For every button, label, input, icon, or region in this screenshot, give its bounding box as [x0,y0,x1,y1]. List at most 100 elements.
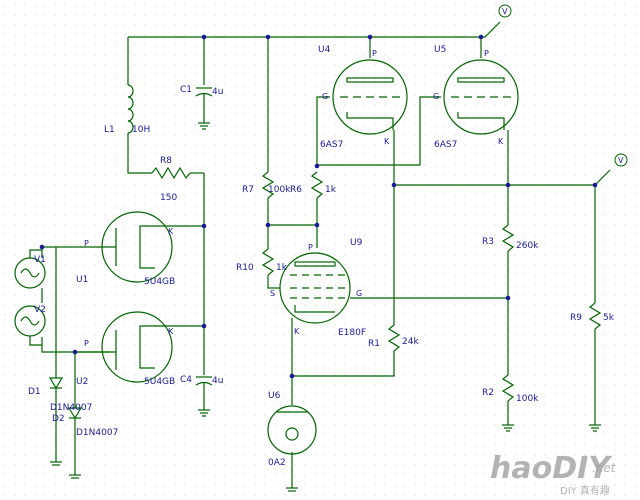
u4-g-pin: G [322,92,328,101]
u2-k-pin: K [168,327,174,336]
u9-label: U9 [350,238,363,248]
probe-top-label: V [502,7,508,16]
junction-dot [289,373,295,379]
r1-label: R1 [368,339,380,349]
wire-u5-g [317,96,441,166]
tube-u5-cathode [457,112,505,130]
d2-type: D1N4007 [76,428,118,438]
u1-label: U1 [76,275,88,285]
u1-type: 5U4GB [144,277,175,287]
c1-value: 4u [212,87,223,97]
u6-type: 0A2 [268,458,286,468]
resistor-r1 [387,324,401,352]
tube-u4-plate [346,77,394,83]
wire-l1-bottom [127,133,152,174]
c4-value: 4u [212,376,223,386]
junction-dot [72,349,78,355]
d1-label: D1 [28,387,41,397]
tube-u4-cathode [346,112,394,130]
watermark-sub: DIY 真有趣 [560,484,610,497]
r3-label: R3 [482,237,494,247]
probe-right-circle [614,153,628,167]
tube-u2 [101,311,173,383]
tube-u9 [279,252,351,324]
resistor-r6 [310,171,324,199]
u1-p-pin: P [84,239,89,248]
r8-value: 150 [160,193,177,203]
junction-dot [201,223,207,229]
source-v1-wave [20,268,40,278]
r9-label: R9 [570,313,582,323]
wire-u4-g [316,96,330,166]
r6-label: R6 [290,185,302,195]
watermark-net: .net [592,461,617,475]
u9-s-pin: S [270,289,275,298]
watermark: haoDIY .net DIY 真有趣 [490,451,617,497]
u2-type: 5U4GB [144,377,175,387]
r9-value: 5k [603,313,615,323]
resistor-r8 [151,166,191,180]
tube-u6-cathode [285,427,299,441]
tube-u2-cathode [139,325,165,369]
junction-dot [39,244,45,250]
diode-d2 [67,407,83,420]
tube-u4 [332,59,408,135]
c1-label: C1 [180,85,192,95]
r6-value: 1k [325,185,337,195]
resistor-r3 [501,224,515,252]
wire-v1-right [29,249,42,258]
junction-dot [592,182,598,188]
r7-value: 100k [268,185,291,195]
u9-k-pin: K [294,327,300,336]
resistor-r2 [501,374,515,402]
junction-dot [201,34,207,40]
junction-dot [478,34,484,40]
v1-label: V1 [34,255,46,265]
v2-label: V2 [34,305,46,315]
tube-u1-cathode [139,225,165,269]
tube-u9-cathode [294,305,335,313]
u5-label: U5 [434,45,446,55]
diode-d1 [48,377,64,390]
u5-g-pin: G [433,92,439,101]
junction-dot [265,222,271,228]
wire-r1-bottom [292,351,395,377]
wire-v2-right [29,336,42,346]
d2-label: D2 [52,414,65,424]
u5-k-pin: K [498,137,504,146]
tube-u2-plate [109,330,117,370]
junction-dot [505,182,511,188]
u4-k-pin: K [384,137,390,146]
junction-dot [314,222,320,228]
junction-dot [391,182,397,188]
tube-u1 [101,211,173,283]
wire-top-rail [128,21,501,38]
u4-type: 6AS7 [320,140,343,150]
u5-type: 6AS7 [434,140,457,150]
junction-dot [314,163,320,169]
u4-label: U4 [318,45,331,55]
r10-value: 1k [276,263,288,273]
tube-u9-plate [294,261,336,267]
probe-right-label: V [618,156,624,165]
probe-top: V [498,4,512,18]
u4-p-pin: P [372,49,377,58]
probe-top-circle [498,4,512,18]
u9-g-pin: G [356,289,362,298]
r10-label: R10 [236,263,254,273]
junctions [39,34,598,379]
r1-value: 24k [402,337,419,347]
c4-label: C4 [180,375,192,385]
junction-dot [505,295,511,301]
junction-dot [201,323,207,329]
r7-label: R7 [242,185,254,195]
source-v2-wave [20,316,40,326]
wire-r10-bottom [267,275,280,289]
resistor-r10 [261,248,275,276]
watermark-main: haoDIY [490,451,613,486]
tube-u6 [267,405,317,455]
resistor-r7 [261,171,275,199]
